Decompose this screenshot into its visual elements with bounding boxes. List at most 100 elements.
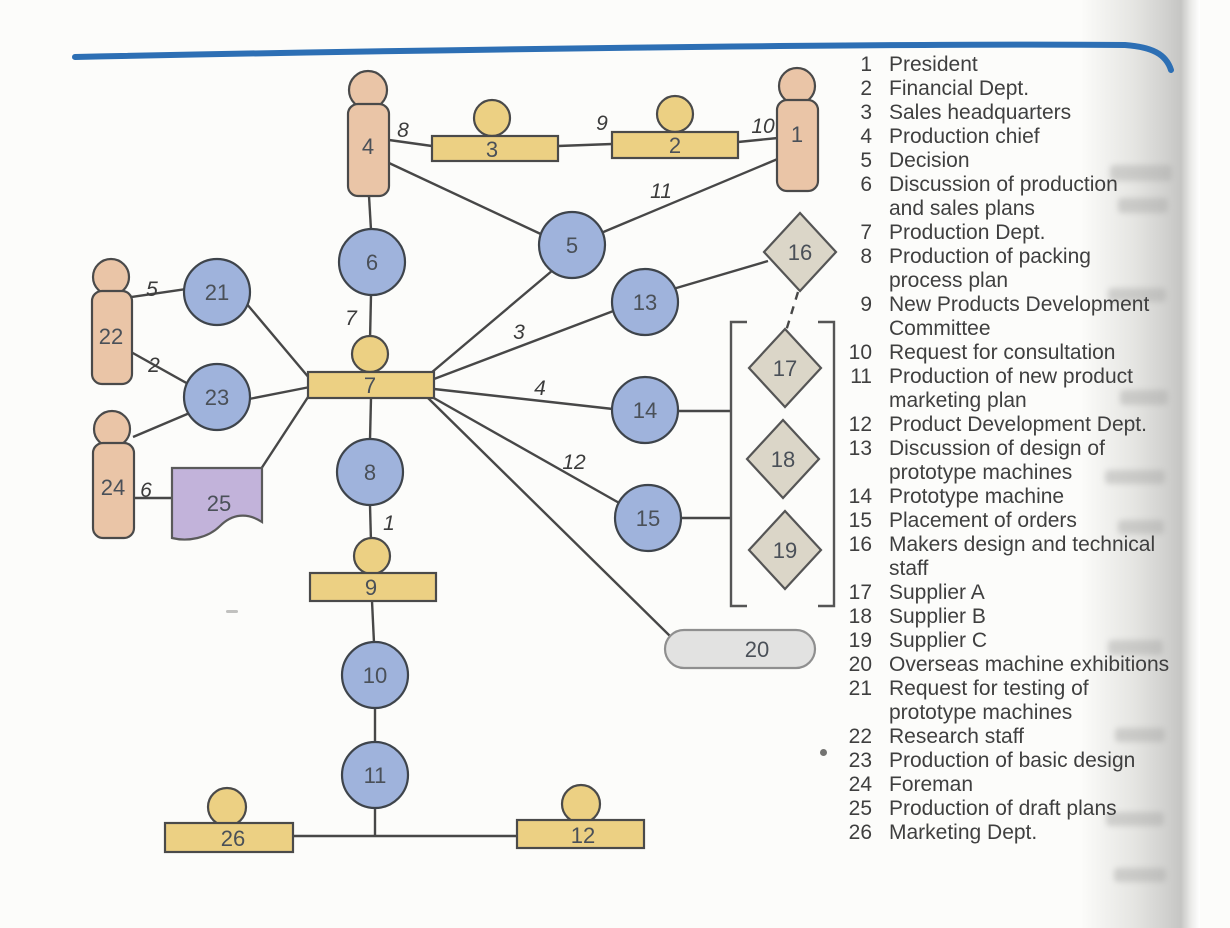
node-number: 24 (101, 475, 125, 500)
legend-item-label: Supplier B (889, 605, 986, 628)
node-circle (537, 210, 607, 280)
person-body (775, 98, 820, 193)
diamond-shape (745, 418, 821, 500)
legend-item: 18 Supplier B (842, 605, 1192, 629)
node-number: 8 (364, 460, 376, 485)
node-4-production-chief: 4 (346, 69, 391, 198)
node-18-supplier-b: 18 (745, 418, 821, 500)
legend-item-label: Request for consultation (889, 341, 1116, 364)
desk-rect (430, 134, 560, 163)
legend-item-label: Production of draft plans (889, 797, 1117, 820)
legend-item-label: Placement of orders (889, 509, 1077, 532)
edge-8-9 (368, 504, 373, 543)
node-circle (610, 267, 680, 337)
diamond-shape (747, 509, 823, 591)
edge-label: 8 (397, 119, 409, 142)
legend-item-number: 15 (848, 509, 872, 532)
legend-item-label: Overseas machine exhibitions (889, 653, 1170, 676)
document-shape (170, 466, 264, 541)
node-number: 1 (791, 122, 803, 147)
edge-4-5 (388, 161, 546, 238)
edge-7-14 (433, 387, 614, 411)
node-25-production-of-draft-plans: 25 (170, 466, 264, 541)
edge-labels: 8 9 10 11 7 3 4 12 5 2 6 1 (140, 112, 775, 535)
node-number: 21 (205, 280, 229, 305)
node-number: 14 (633, 398, 657, 423)
edge-6-7 (368, 294, 373, 341)
node-22-research-staff: 22 (90, 257, 134, 386)
node-number: 12 (571, 823, 595, 848)
node-number: 13 (633, 290, 657, 315)
node-number: 15 (636, 506, 660, 531)
node-3-sales-headquarters: 3 (430, 98, 560, 163)
node-number: 4 (362, 134, 374, 159)
edge-1-5 (600, 156, 781, 235)
desk-rect (610, 130, 740, 160)
edge-25-7 (259, 393, 312, 470)
edge-label: 10 (751, 115, 775, 138)
edge-21-7 (245, 302, 311, 380)
scan-dot-artifact (820, 749, 827, 756)
edge-9-10 (370, 600, 376, 644)
legend-item-label: President (889, 53, 978, 76)
desk-head (206, 786, 248, 828)
print-bleed-artifact (1105, 470, 1165, 484)
edge-label: 2 (147, 354, 160, 377)
person-head (92, 409, 132, 449)
node-14-prototype-machine: 14 (610, 375, 680, 445)
legend-item: 15 Placement of orders (842, 509, 1192, 533)
legend-item-label: Foreman (889, 773, 974, 796)
node-number: 2 (669, 133, 681, 158)
node-20-overseas-machine-exhibitions: 20 (663, 628, 817, 670)
legend-item-number: 25 (848, 797, 872, 820)
edge-7-15 (431, 395, 622, 506)
legend-item-number: 10 (848, 341, 872, 364)
legend-item-label: Production Dept. (889, 221, 1046, 244)
edge-23-7 (248, 385, 311, 401)
legend-item-number: 2 (860, 77, 872, 100)
edge-2-1 (737, 136, 779, 144)
node-9-new-products-development-committee: 9 (308, 536, 438, 603)
legend-item-number: 13 (848, 437, 872, 460)
legend-item-label: Sales headquarters (889, 101, 1072, 124)
legend-item-number: 11 (850, 365, 872, 388)
edge-3-2 (557, 142, 613, 148)
print-bleed-artifact (1120, 390, 1168, 405)
legend-item-number: 22 (848, 725, 872, 748)
node-23-production-basic-design: 23 (182, 362, 252, 432)
node-13-discussion-design-prototype: 13 (610, 267, 680, 337)
print-bleed-artifact (1108, 640, 1163, 655)
legend-item-label: Production chief (889, 125, 1040, 148)
node-number: 9 (365, 575, 377, 600)
legend-item-number: 18 (848, 605, 872, 628)
node-19-supplier-c: 19 (747, 509, 823, 591)
page-header-rule (72, 41, 1174, 73)
edge-24-23 (132, 410, 193, 439)
person-body (91, 441, 136, 540)
node-circle (335, 437, 405, 507)
node-number: 23 (205, 385, 229, 410)
node-number: 10 (363, 663, 387, 688)
print-bleed-artifact (1118, 520, 1164, 534)
desk-head (655, 94, 695, 134)
node-circle (340, 740, 410, 810)
person-body (346, 102, 391, 198)
